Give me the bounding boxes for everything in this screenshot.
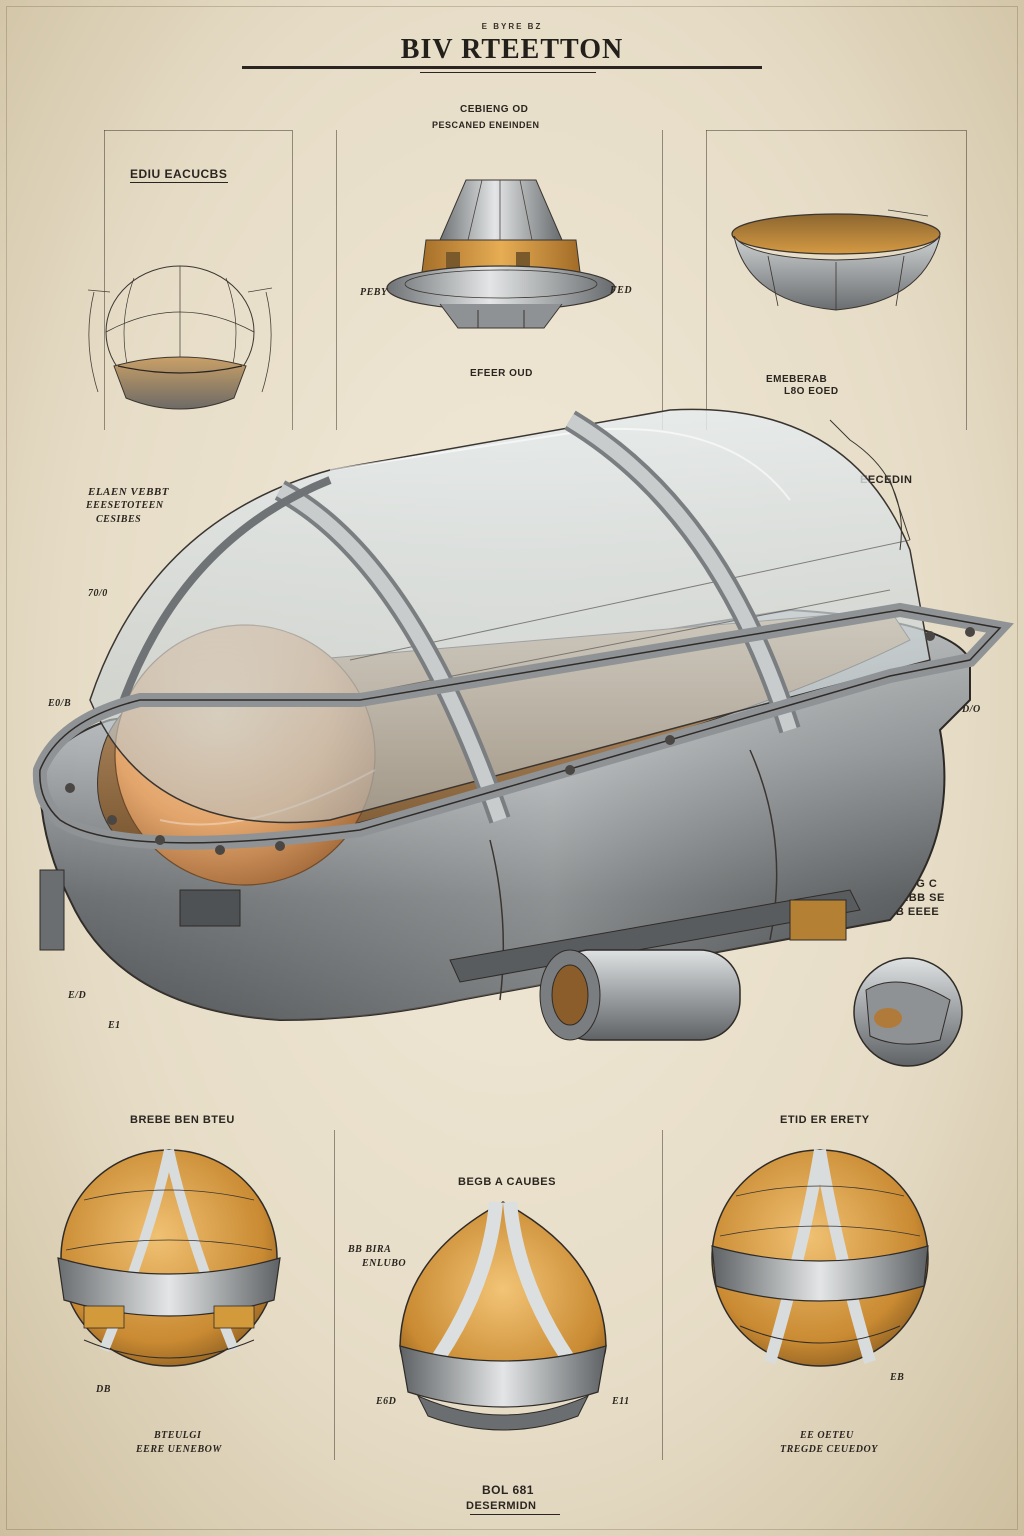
top-center-side-right: FED — [610, 285, 633, 296]
panel-divider — [966, 130, 967, 430]
bottom-left-label: BREBE BEN BTEU — [130, 1114, 235, 1126]
left-spec-line-3: CESIBES — [96, 514, 142, 525]
bottom-left-caption-1: BTEULGI — [154, 1430, 202, 1441]
main-capsule-cutaway-diagram — [32, 408, 1014, 1067]
bottom-center-side-low-right: E11 — [612, 1396, 630, 1407]
footer-rule — [470, 1514, 560, 1515]
left-num-4: E1 — [108, 1020, 121, 1031]
top-left-label: EDIU EACUCBS — [130, 167, 228, 181]
panel-divider — [662, 1130, 663, 1460]
top-center-label-2: PESCANED ENEINDEN — [432, 120, 540, 130]
bottom-center-label: BEGB A CAUBES — [458, 1176, 556, 1188]
footer-line-1: BOL 681 — [482, 1483, 534, 1497]
panel-divider — [104, 130, 105, 430]
panel-divider — [706, 130, 707, 430]
panel-divider — [334, 1130, 335, 1460]
bottom-left-side: DB — [96, 1384, 111, 1395]
right-top-label: EECEDIN — [860, 474, 913, 486]
title-rule-thin — [420, 72, 596, 73]
footer-line-2: DESERMIDN — [466, 1500, 537, 1512]
bottom-left-caption-2: EERE UENEBOW — [136, 1444, 222, 1455]
top-center-label-1: CEBIENG OD — [460, 104, 529, 115]
top-center-side-left: PEBY — [360, 287, 388, 298]
top-right-caption-1: EMEBERAB — [766, 374, 828, 385]
left-num-1: 70/0 — [88, 588, 108, 599]
orb-module-right-diagram — [711, 1149, 929, 1367]
bowl-module-diagram — [731, 209, 941, 311]
title-rule — [242, 66, 762, 69]
capsule-top-module-diagram — [386, 179, 616, 329]
bottom-right-caption-1: EE OETEU — [800, 1430, 854, 1441]
right-spec-line-3: EB EEEE — [888, 906, 940, 918]
top-right-caption-2: L8O EOED — [784, 386, 839, 397]
panel-divider — [104, 130, 292, 131]
label-underline — [130, 182, 228, 183]
wireframe-dome-diagram — [87, 265, 273, 410]
bottom-right-label: ETID ER ERETY — [780, 1114, 870, 1126]
bottom-center-side-2: ENLUBO — [362, 1258, 407, 1269]
panel-divider — [336, 130, 337, 430]
panel-divider — [706, 130, 966, 131]
left-num-3: E/D — [68, 990, 87, 1001]
egg-module-center-diagram — [399, 1201, 607, 1431]
top-center-caption: EFEER OUD — [470, 368, 533, 379]
left-num-2: E0/B — [48, 698, 72, 709]
bottom-center-side-low-left: E6D — [376, 1396, 397, 1407]
left-spec-line-1: ELAEN VEBBT — [88, 486, 169, 498]
bottom-right-side: EB — [890, 1372, 905, 1383]
bottom-center-side-1: BB BIRA — [348, 1244, 392, 1255]
left-spec-line-2: EEESETOTEEN — [86, 500, 164, 511]
panel-divider — [662, 130, 663, 430]
right-num-1: D/O — [962, 704, 981, 715]
panel-divider — [292, 130, 293, 430]
supertitle: E BYRE BZ — [481, 22, 543, 31]
sheet-border — [6, 6, 1018, 1530]
orb-module-left-diagram — [57, 1148, 281, 1367]
page-title: BIV RTEETTON — [400, 34, 624, 65]
bottom-right-caption-2: TREGDE CEUEDOY — [780, 1444, 878, 1455]
